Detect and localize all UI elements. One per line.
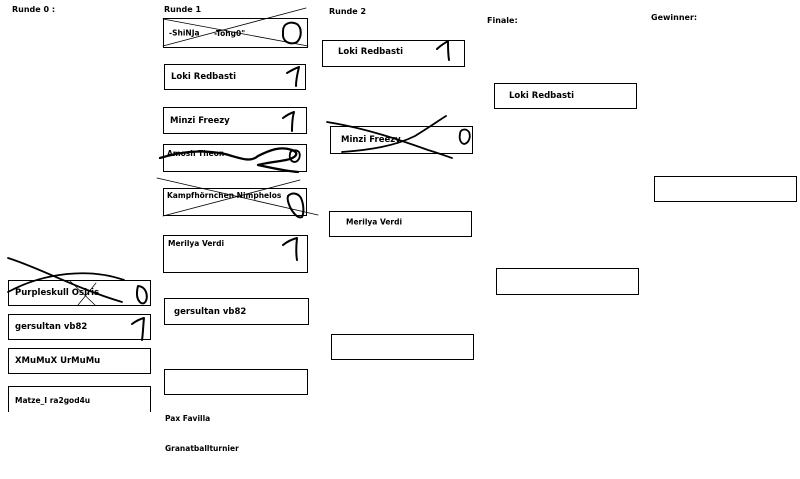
player-name: Merilya Verdi	[346, 217, 403, 227]
round0-slot-3: XMuMuX UrMuMu	[8, 348, 151, 374]
round2-slot-1: Loki Redbasti	[322, 40, 465, 67]
player-name: Loki Redbasti	[171, 72, 237, 82]
final-slot-2	[496, 268, 639, 295]
round1-slot-1: -ShiNJa -Tohg0"	[163, 18, 308, 48]
note-granatballturnier: Granatballturnier	[165, 444, 239, 453]
player-name: gersultan vb82	[174, 306, 247, 317]
round1-slot-4: Amosh Theon	[163, 144, 307, 172]
round0-slot-4: Matze_I ra2god4u	[8, 386, 151, 412]
player-name: -ShiNJa	[169, 28, 200, 38]
round2-slot-3: Merilya Verdi	[329, 211, 472, 237]
header-round-1: Runde 1	[164, 5, 202, 14]
player-name: Matze_I ra2god4u	[15, 396, 91, 405]
player-name: XMuMuX UrMuMu	[15, 356, 101, 366]
player-name: Amosh Theon	[167, 149, 225, 158]
header-round-2: Runde 2	[329, 7, 367, 16]
round1-slot-7: gersultan vb82	[164, 298, 309, 325]
player-name: Merilya Verdi	[168, 239, 225, 248]
round2-slot-2: Minzi Freezy	[330, 126, 473, 154]
player-name: Minzi Freezy	[170, 115, 230, 126]
player-name-2: -Tohg0"	[214, 29, 246, 38]
round1-slot-8	[164, 369, 308, 395]
round1-slot-3: Minzi Freezy	[163, 107, 307, 134]
note-pax-favilla: Pax Favilla	[165, 414, 211, 423]
round0-slot-1: Purpleskull Osiris	[8, 280, 151, 306]
player-name: gersultan vb82	[15, 322, 88, 332]
final-slot-1: Loki Redbasti	[494, 83, 637, 109]
round1-slot-2: Loki Redbasti	[164, 64, 306, 90]
winner-slot	[654, 176, 797, 202]
player-name: Loki Redbasti	[338, 47, 404, 57]
round1-slot-6: Merilya Verdi	[163, 235, 308, 273]
player-name: Loki Redbasti	[509, 91, 575, 101]
round0-slot-2: gersultan vb82	[8, 314, 151, 340]
player-name: Minzi Freezy	[341, 135, 401, 145]
round2-slot-4	[331, 334, 474, 360]
header-winner: Gewinner:	[651, 13, 698, 22]
round1-slot-5: Kampfhörnchen Nimphelos	[163, 188, 307, 216]
player-name: Kampfhörnchen Nimphelos	[167, 191, 282, 200]
player-name: Purpleskull Osiris	[15, 288, 100, 298]
header-final: Finale:	[487, 16, 518, 25]
header-round-0: Runde 0 :	[12, 5, 56, 14]
